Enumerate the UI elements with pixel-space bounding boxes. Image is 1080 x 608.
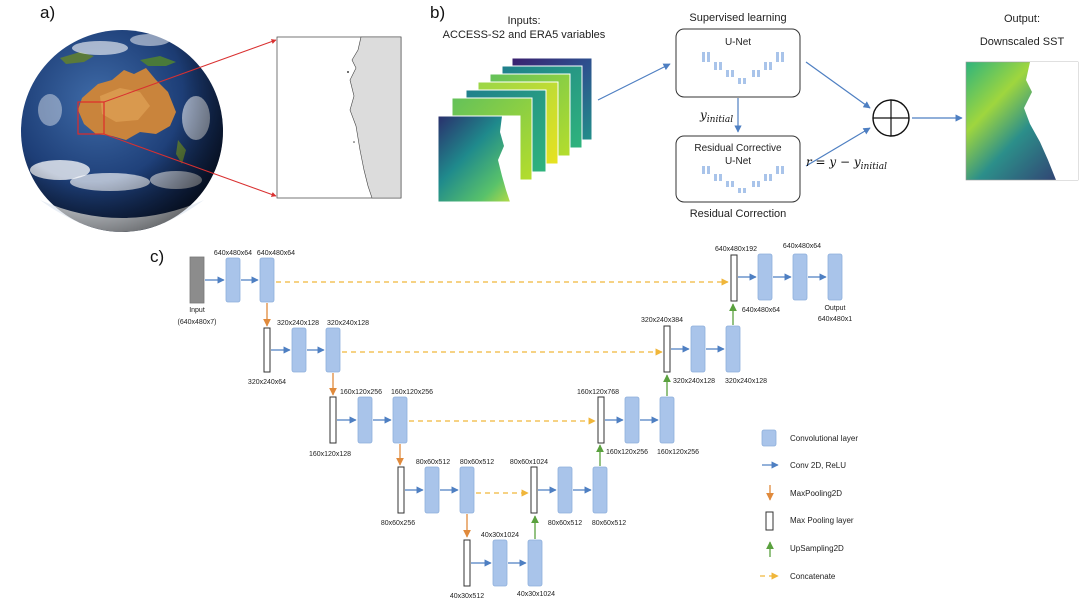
zoom-line-top xyxy=(103,39,277,103)
pool-block-p2 xyxy=(329,396,337,444)
earth-globe-image xyxy=(21,30,223,232)
pool-block-p4 xyxy=(463,539,471,587)
label-d2cat: 320x240x384 xyxy=(641,317,683,324)
conv-block-e4a xyxy=(424,466,440,514)
label-p1: 320x240x64 xyxy=(248,379,286,386)
conv-block-bb1 xyxy=(492,539,508,587)
label-d1up: 640x480x64 xyxy=(742,307,780,314)
label-d4cat: 80x60x1024 xyxy=(510,459,548,466)
conv-block-d1b xyxy=(792,253,808,301)
input-shape: (640x480x7) xyxy=(178,319,217,326)
label-e2b: 320x240x128 xyxy=(327,320,369,327)
zoom-region-box xyxy=(77,101,105,135)
coastline-inset-map xyxy=(276,36,402,199)
pool-block-p3 xyxy=(397,466,405,514)
legend: Convolutional layer Conv 2D, ReLU MaxPoo… xyxy=(760,429,858,581)
label-d1cat: 640x480x192 xyxy=(715,246,757,253)
inputs-subtitle: ACCESS-S2 and ERA5 variables xyxy=(443,29,606,41)
label-d2a: 320x240x128 xyxy=(673,378,715,385)
inputs-title: Inputs: xyxy=(507,15,540,27)
label-d3b: 160x120x256 xyxy=(657,449,699,456)
output-title: Output: xyxy=(1004,13,1040,25)
zoom-line-bottom xyxy=(103,133,277,197)
output-shape: 640x480x1 xyxy=(818,316,852,323)
legend-concat-label: Concatenate xyxy=(790,572,836,581)
input-variable-stack xyxy=(437,57,593,203)
legend-conv-label: Convolutional layer xyxy=(790,434,858,443)
output-conv-block xyxy=(827,253,843,301)
conv-block-e3a xyxy=(357,396,373,444)
label-d2b: 320x240x128 xyxy=(725,378,767,385)
conv-block-e1a xyxy=(225,257,241,303)
residual-unet-label-1: Residual Corrective xyxy=(694,143,782,154)
label-e3a: 160x120x256 xyxy=(340,389,382,396)
label-d4b: 80x60x512 xyxy=(592,520,626,527)
conv-block-d3a xyxy=(624,396,640,444)
label-bb1: 40x30x1024 xyxy=(481,532,519,539)
output-label: Output xyxy=(824,305,845,312)
legend-conv-swatch xyxy=(761,429,777,447)
label-p2: 160x120x128 xyxy=(309,451,351,458)
label-e3b: 160x120x256 xyxy=(391,389,433,396)
label-d1conv: 640x480x64 xyxy=(783,243,821,250)
legend-pool-label: Max Pooling layer xyxy=(790,516,854,525)
circled-plus-icon xyxy=(872,99,910,137)
residual-unet-label-2: U-Net xyxy=(725,156,751,167)
conv-block-e2b xyxy=(325,327,341,373)
legend-conv2d-label: Conv 2D, ReLU xyxy=(790,461,846,470)
label-e2a: 320x240x128 xyxy=(277,320,319,327)
supervised-learning-title: Supervised learning xyxy=(689,12,786,24)
unet-box-label: U-Net xyxy=(725,37,751,48)
arrow-unet-to-sum xyxy=(805,61,871,109)
label-bb2: 40x30x1024 xyxy=(517,591,555,598)
label-p3: 80x60x256 xyxy=(381,520,415,527)
panel-a-label: a) xyxy=(40,3,55,22)
legend-pool-swatch xyxy=(765,511,774,531)
output-subtitle: Downscaled SST xyxy=(980,36,1065,48)
conv-block-e4b xyxy=(459,466,475,514)
conv-block-d2a xyxy=(690,325,706,373)
panel-b-label: b) xyxy=(430,3,445,22)
conv-block-d1a xyxy=(757,253,773,301)
label-d4a: 80x60x512 xyxy=(548,520,582,527)
output-sst-map xyxy=(965,61,1079,181)
conv-block-e3b xyxy=(392,396,408,444)
concat-block-d4 xyxy=(530,466,538,514)
residual-correction-title: Residual Correction xyxy=(690,208,787,220)
conv-block-d4b xyxy=(592,466,608,514)
legend-upsampling-label: UpSampling2D xyxy=(790,544,844,553)
concat-block-d3 xyxy=(597,396,605,444)
concat-block-d1 xyxy=(730,254,738,302)
label-d3a: 160x120x256 xyxy=(606,449,648,456)
y-initial-label: yinitial xyxy=(699,108,733,125)
conv-block-d2b xyxy=(725,325,741,373)
label-d3cat: 160x120x768 xyxy=(577,389,619,396)
legend-maxpool-label: MaxPooling2D xyxy=(790,489,842,498)
conv-block-e1b xyxy=(259,257,275,303)
label-e4b: 80x60x512 xyxy=(460,459,494,466)
conv-block-d3b xyxy=(659,396,675,444)
concat-block-d2 xyxy=(663,325,671,373)
unet-box: U-Net xyxy=(675,28,801,98)
input-label: Input xyxy=(189,307,205,314)
arrow-residual-to-sum xyxy=(805,127,871,167)
residual-formula: r = y − yinitial xyxy=(806,155,887,172)
label-p4: 40x30x512 xyxy=(450,593,484,600)
conv-block-e2a xyxy=(291,327,307,373)
pool-block-p1 xyxy=(263,327,271,373)
residual-unet-box: Residual Corrective U-Net xyxy=(675,135,801,203)
panel-c-label: c) xyxy=(150,247,164,266)
input-block xyxy=(189,256,205,304)
arrow-inputs-to-unet xyxy=(597,63,671,101)
label-e4a: 80x60x512 xyxy=(416,459,450,466)
label-e1b: 640x480x64 xyxy=(257,250,295,257)
conv-block-bb2 xyxy=(527,539,543,587)
label-e1a: 640x480x64 xyxy=(214,250,252,257)
conv-block-d4a xyxy=(557,466,573,514)
